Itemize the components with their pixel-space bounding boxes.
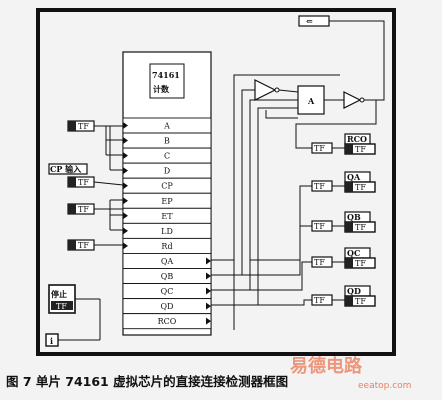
svg-text:ET: ET (161, 212, 173, 221)
pin-qa[interactable]: QA (122, 252, 212, 269)
svg-text:QD: QD (161, 302, 174, 311)
indicator-wires (242, 99, 377, 306)
svg-text:D: D (164, 167, 170, 176)
const-ep-et[interactable]: TF (67, 203, 95, 215)
svg-text:EP: EP (161, 197, 173, 206)
chip-title: 74161 (152, 70, 180, 80)
svg-text:C: C (164, 152, 170, 161)
pin-rco[interactable]: RCO (122, 313, 212, 330)
svg-text:TF: TF (355, 145, 366, 154)
svg-text:QD: QD (347, 286, 361, 296)
pin-cp[interactable]: CP (122, 177, 212, 194)
pin-a[interactable]: A (122, 117, 212, 134)
pin-et[interactable]: ET (122, 207, 212, 224)
pin-c[interactable]: C (122, 147, 212, 164)
chip-subtitle: 计数 (153, 84, 170, 94)
pin-ep[interactable]: EP (122, 192, 212, 209)
pin-b[interactable]: B (122, 132, 212, 149)
loop-iteration-terminal: i (45, 333, 59, 347)
svg-text:A: A (163, 122, 170, 131)
const-rd[interactable]: TF (67, 239, 95, 251)
svg-text:TF: TF (78, 122, 89, 131)
svg-text:RCO: RCO (347, 134, 367, 144)
not-gate-out[interactable] (343, 91, 365, 109)
svg-text:TF: TF (355, 297, 366, 306)
svg-text:易德电路: 易德电路 (290, 355, 363, 377)
svg-text:i: i (50, 336, 53, 346)
svg-text:TF: TF (314, 296, 325, 305)
stop-label: 停止 (51, 289, 67, 299)
watermark-logo: 易德电路 eeatop.com (290, 355, 411, 391)
const-a[interactable]: TF (67, 120, 95, 132)
cp-input-label: CP 输入 (50, 164, 81, 174)
svg-text:QB: QB (347, 212, 361, 222)
and-gate[interactable]: A (297, 85, 325, 115)
svg-text:TF: TF (314, 222, 325, 231)
svg-text:TF: TF (78, 178, 89, 187)
not-gate-top[interactable] (254, 79, 280, 101)
svg-text:RCO: RCO (158, 317, 177, 326)
pin-ld[interactable]: LD (122, 222, 212, 239)
pin-rd[interactable]: Rd (122, 237, 212, 254)
svg-text:QA: QA (161, 257, 174, 266)
svg-text:TF: TF (314, 144, 325, 153)
svg-text:Rd: Rd (161, 242, 172, 251)
shift-register[interactable]: ⇐ (298, 15, 330, 27)
svg-text:QA: QA (347, 172, 361, 182)
svg-text:QC: QC (161, 287, 174, 296)
figure-caption: 图 7 单片 74161 虚拟芯片的直接连接检测器框图 (6, 374, 288, 389)
svg-text:TF: TF (78, 241, 89, 250)
svg-text:QB: QB (161, 272, 174, 281)
svg-text:⇐: ⇐ (306, 16, 313, 26)
pin-qb[interactable]: QB (122, 268, 212, 285)
stop-control[interactable]: 停止 TF (48, 284, 76, 314)
svg-text:TF: TF (355, 183, 366, 192)
svg-text:TF: TF (355, 259, 366, 268)
pin-d[interactable]: D (122, 162, 212, 179)
svg-text:TF: TF (314, 258, 325, 267)
while-loop-frame[interactable] (36, 8, 396, 356)
svg-text:B: B (164, 137, 170, 146)
svg-text:eeatop.com: eeatop.com (358, 381, 411, 391)
logic-wires (211, 74, 344, 330)
svg-text:TF: TF (355, 223, 366, 232)
svg-text:CP: CP (161, 182, 173, 191)
input-wires (58, 20, 385, 341)
svg-text:TF: TF (78, 205, 89, 214)
svg-text:LD: LD (161, 227, 173, 236)
cp-input-control[interactable]: CP 输入 TF (48, 163, 95, 188)
svg-text:A: A (307, 96, 315, 106)
svg-text:TF: TF (56, 302, 67, 311)
pin-qd[interactable]: QD (122, 298, 212, 315)
svg-text:QC: QC (347, 248, 360, 258)
svg-text:TF: TF (314, 182, 325, 191)
pin-qc[interactable]: QC (122, 283, 212, 300)
